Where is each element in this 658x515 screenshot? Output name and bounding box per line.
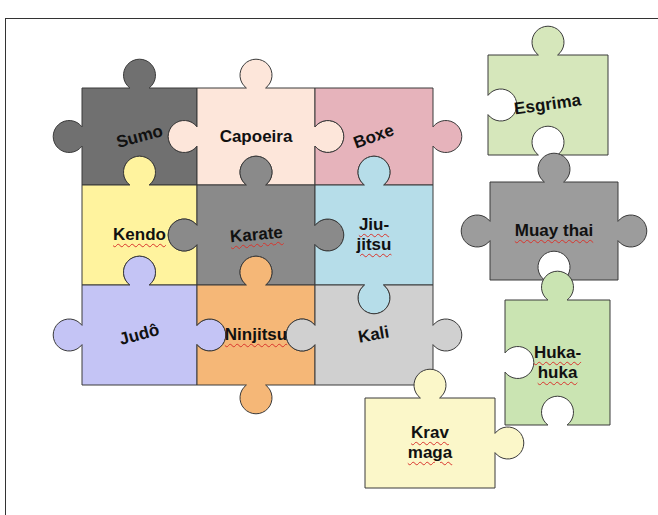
- piece-label: Capoeira: [220, 127, 293, 147]
- piece-shape: [488, 26, 608, 155]
- piece-label: Boxe: [351, 120, 397, 153]
- piece-label: Kendo: [113, 225, 166, 245]
- piece-label: Krav maga: [403, 423, 458, 462]
- piece-body: Ninjitsu: [197, 285, 315, 385]
- piece-body: Esgrima: [488, 55, 608, 155]
- piece-label: Ninjitsu: [225, 325, 287, 345]
- piece-body: Huka- huka: [505, 300, 610, 425]
- piece-shape: [505, 271, 610, 425]
- piece-label: Sumo: [114, 121, 165, 152]
- piece-body: Krav maga: [365, 398, 495, 488]
- piece-body: Sumo: [82, 88, 197, 185]
- piece-label: Muay thai: [515, 221, 593, 241]
- piece-body: Jiu- jitsu: [315, 185, 433, 285]
- puzzle-piece: Huka- huka: [473, 268, 642, 457]
- piece-body: Kali: [315, 285, 433, 385]
- piece-body: Capoeira: [197, 88, 315, 185]
- piece-label: Kali: [357, 323, 391, 348]
- puzzle-piece: Judô: [50, 253, 229, 417]
- piece-shape: [461, 153, 647, 280]
- piece-label: Karate: [229, 223, 283, 247]
- frame-border: [6, 19, 658, 515]
- piece-body: Kendo: [82, 185, 197, 285]
- piece-body: Boxe: [315, 88, 433, 185]
- piece-label: Judô: [117, 320, 161, 349]
- piece-body: Karate: [197, 185, 315, 285]
- piece-body: Muay thai: [490, 182, 618, 280]
- piece-label: Esgrima: [513, 91, 582, 120]
- piece-label: Jiu- jitsu: [347, 215, 402, 254]
- puzzle-piece: Krav maga: [333, 366, 527, 515]
- piece-shape: [365, 369, 524, 488]
- piece-body: Judô: [82, 285, 197, 385]
- piece-label: Huka- huka: [530, 343, 585, 382]
